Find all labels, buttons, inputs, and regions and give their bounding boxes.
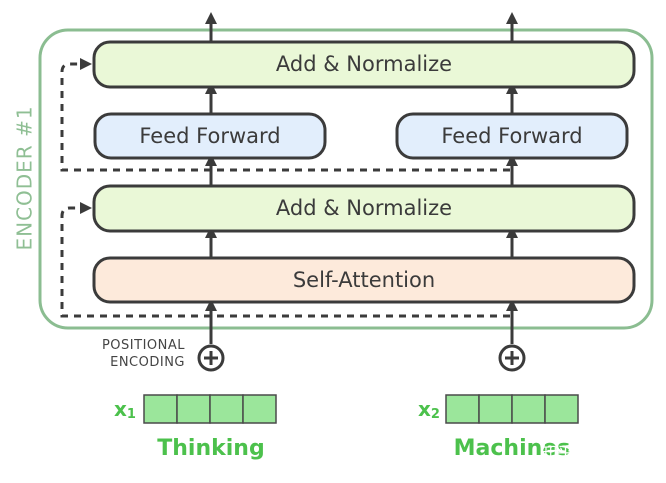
input-x1-symbol: x1 xyxy=(114,397,136,422)
input-word-machines: Machines xyxy=(454,436,571,461)
input-x1-vector xyxy=(143,394,277,424)
add-normalize-bottom-label: Add & Normalize xyxy=(276,196,452,220)
input-word-thinking: Thinking xyxy=(157,436,264,461)
self-attention-block xyxy=(92,256,636,304)
residual-path-bottom xyxy=(60,202,510,318)
add-circle-right-icon xyxy=(498,344,526,372)
encoder-container xyxy=(38,28,654,330)
watermark-text: 知乎 @yan liu xyxy=(541,443,648,462)
add-circle-left-icon xyxy=(197,344,225,372)
add-normalize-top-block xyxy=(92,40,636,89)
feed-forward-left-label: Feed Forward xyxy=(139,124,280,148)
add-normalize-top-label: Add & Normalize xyxy=(276,52,452,76)
residual-path-top xyxy=(60,58,510,172)
add-normalize-bottom-block xyxy=(92,184,636,233)
input-x2-vector xyxy=(445,394,579,424)
feed-forward-left-block xyxy=(93,112,327,160)
encoder-label: ENCODER #1 xyxy=(13,105,37,250)
feed-forward-right-block xyxy=(395,112,629,160)
feed-forward-right-label: Feed Forward xyxy=(441,124,582,148)
self-attention-label: Self-Attention xyxy=(293,268,435,292)
positional-encoding-label-line1: POSITIONAL xyxy=(102,338,185,353)
positional-encoding-label-line2: ENCODING xyxy=(110,355,185,370)
input-x2-symbol: x2 xyxy=(418,397,440,422)
